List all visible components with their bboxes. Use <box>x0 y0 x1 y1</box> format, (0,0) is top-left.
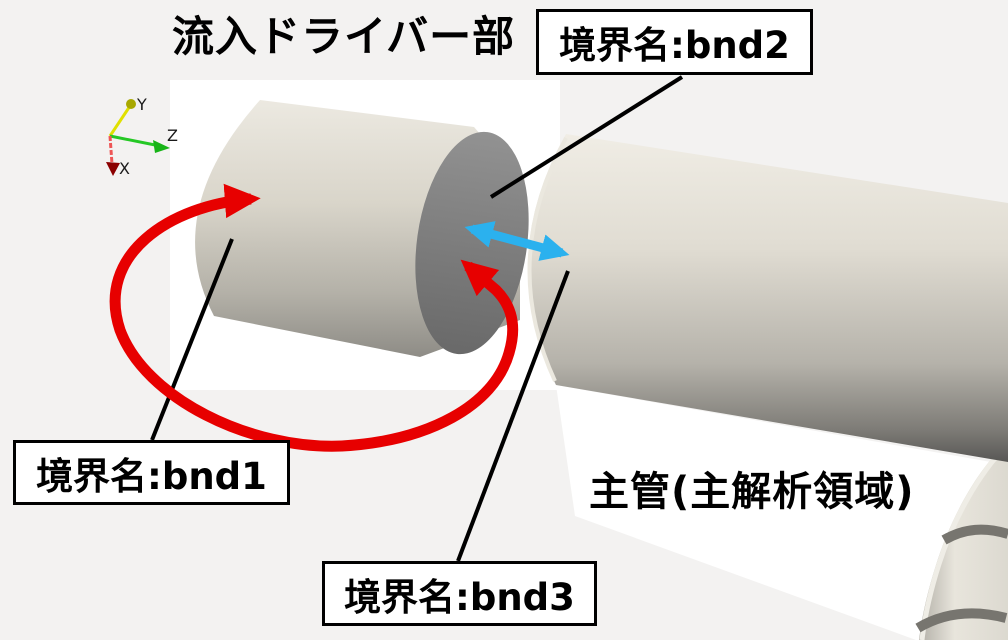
axis-z-arrowhead <box>153 140 170 153</box>
axis-y-label: Y <box>136 95 147 114</box>
callout-bnd1-text: 境界名:bnd1 <box>36 454 267 498</box>
axes-triad: Y Z X <box>106 95 178 178</box>
leader-line-bnd1 <box>150 238 234 441</box>
leader-line-bnd2 <box>489 75 684 199</box>
driver-section-label: 流入ドライバー部 <box>172 12 516 61</box>
axis-y-tip <box>126 99 136 109</box>
recirculation-arrow <box>109 183 519 452</box>
main-region-label: 主管(主解析領域) <box>589 469 915 515</box>
interface-arrow <box>464 221 570 261</box>
axis-y-line <box>108 105 132 137</box>
main-pipe-body <box>527 134 1008 462</box>
axis-z-label: Z <box>167 126 178 145</box>
elbow-pipe-rim-highlight <box>919 442 1008 640</box>
callout-bnd2-text: 境界名:bnd2 <box>559 24 790 67</box>
leader-line-bnd3 <box>456 270 570 562</box>
callout-bnd1: 境界名:bnd1 <box>13 440 290 505</box>
axis-x-line <box>108 135 114 165</box>
callout-bnd3: 境界名:bnd3 <box>322 561 597 626</box>
axis-x-label: X <box>119 159 130 178</box>
callout-bnd3-text: 境界名:bnd3 <box>344 575 575 619</box>
elbow-pipe-seam-upper <box>941 524 1008 545</box>
render-backdrop-main <box>556 385 1008 640</box>
axis-x-arrowhead <box>106 162 120 176</box>
elbow-pipe-seam-lower <box>915 608 1008 633</box>
callout-bnd2: 境界名:bnd2 <box>536 9 813 75</box>
axis-z-line <box>109 134 161 148</box>
elbow-pipe <box>915 441 1008 640</box>
elbow-pipe-body <box>919 441 1008 640</box>
